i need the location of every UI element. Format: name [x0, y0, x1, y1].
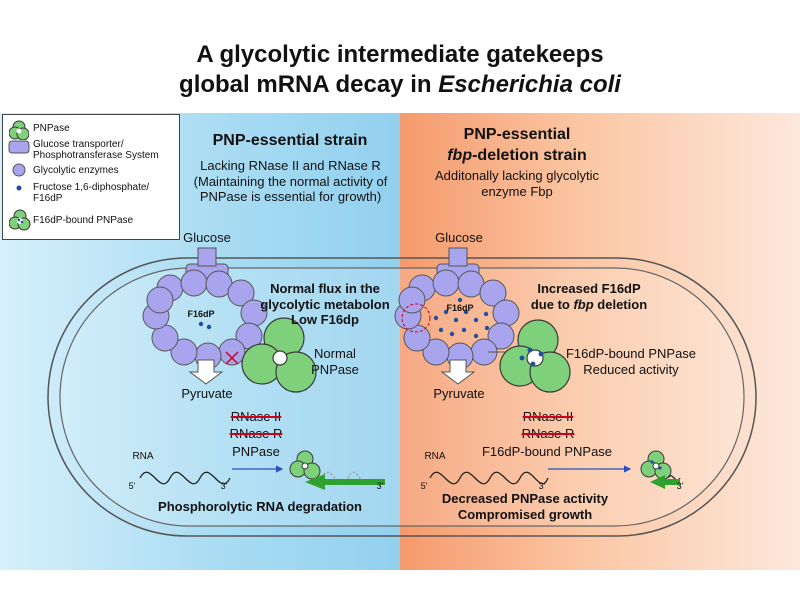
right-increased-prefix: due to	[530, 296, 574, 312]
right-increased-label: Increased F16dP due to fbp deletion	[514, 281, 664, 312]
right-five-prime: 5'	[420, 481, 428, 491]
title-line-2: global mRNA decay in Escherichia coli	[0, 70, 800, 100]
right-f16dp-label: F16dP	[446, 303, 474, 313]
right-bound-pnpase-icon	[499, 319, 571, 393]
legend-pnpase-label: PNPase	[33, 123, 70, 134]
left-rnaser-label: RNase R	[229, 426, 283, 441]
legend-enzyme-icon	[12, 163, 26, 177]
left-pyruvate-arrow	[188, 359, 224, 385]
left-three-prime-end: 3'	[376, 481, 384, 491]
left-degradation-arrow	[305, 474, 385, 490]
right-heading-rest: -deletion strain	[472, 147, 587, 164]
right-heading-gene: fbp	[447, 147, 473, 164]
cell-inner-membrane	[59, 267, 745, 527]
left-five-prime: 5'	[128, 481, 136, 491]
right-small-bound-pnpase-icon	[640, 450, 672, 480]
left-small-pnpase-icon	[289, 450, 321, 480]
left-three-prime: 3'	[220, 481, 228, 491]
left-glucose-label: Glucose	[183, 230, 231, 245]
title-line-1: A glycolytic intermediate gatekeeps	[196, 41, 604, 68]
right-bound-label: F16dP-bound PNPase Reduced activity	[565, 346, 697, 377]
legend-transporter-label: Glucose transporter/ Phosphotransferase …	[33, 139, 159, 161]
right-rna-label: RNA	[424, 451, 446, 462]
right-footer: Decreased PNPase activity Compromised gr…	[410, 491, 640, 522]
right-footer-line1: Decreased PNPase activity	[441, 491, 609, 506]
left-pnpase-label: Normal PNPase	[311, 346, 359, 377]
right-footer-line2: Compromised growth	[457, 506, 593, 522]
right-three-prime: 3'	[538, 481, 546, 491]
right-missing-fbp-dashed	[401, 303, 431, 333]
right-pyruvate-arrow	[440, 359, 476, 385]
right-increased-gene: fbp	[573, 296, 594, 312]
left-flux-label: Normal flux in the glycolytic metabolon …	[260, 281, 390, 328]
right-rna-strand	[429, 471, 549, 485]
right-degradation-arrow	[650, 475, 680, 489]
right-pyruvate-label: Pyruvate	[433, 386, 485, 401]
left-no-inhibition-mark	[225, 351, 239, 365]
title-species: Escherichia coli	[438, 71, 621, 98]
left-pyruvate-label: Pyruvate	[181, 386, 233, 401]
right-heading-line1: PNP-essential	[463, 126, 571, 143]
right-increased-line1: Increased F16dP	[537, 281, 641, 296]
legend-f16dp-label: Fructose 1,6-diphosphate/ F16dP	[33, 182, 150, 204]
right-increased-suffix: deletion	[593, 296, 648, 312]
right-heading-line2: fbp-deletion strain	[412, 145, 622, 166]
legend-bound-pnpase-icon	[9, 209, 31, 231]
left-f16dp-dot	[198, 321, 204, 327]
legend-enzymes-label: Glycolytic enzymes	[33, 165, 119, 176]
cell-outer-membrane	[47, 257, 757, 537]
right-bound-process-label: F16dP-bound PNPase	[481, 444, 613, 459]
right-rnaser-label: RNase R	[521, 426, 575, 441]
left-rnase2-label: RNase II	[230, 409, 282, 424]
left-rna-label: RNA	[132, 451, 154, 462]
left-rna-strand	[139, 471, 231, 485]
left-footer: Phosphorolytic RNA degradation	[158, 499, 362, 514]
left-heading: PNP-essential strain	[212, 132, 368, 149]
left-description: Lacking RNase II and RNase R (Maintainin…	[193, 158, 388, 205]
right-increased-line2: due to fbp deletion	[514, 297, 664, 313]
right-rnase2-label: RNase II	[522, 409, 574, 424]
right-heading: PNP-essential fbp-deletion strain	[412, 124, 622, 166]
legend-pnpase-icon	[9, 120, 29, 140]
title-line-2-text: global mRNA decay in	[179, 71, 439, 98]
figure-title: A glycolytic intermediate gatekeeps glob…	[0, 40, 800, 100]
left-normal-pnpase-icon	[241, 317, 317, 393]
right-three-prime-end: 3'	[676, 481, 684, 491]
right-glycolytic-metabolon-icon	[394, 269, 520, 370]
legend: PNPase Glucose transporter/ Phosphotrans…	[2, 114, 180, 240]
left-pnpase-process-label: PNPase	[232, 444, 280, 459]
right-f16dp-dots	[433, 297, 490, 339]
left-f16dp-label: F16dP	[187, 309, 215, 319]
legend-f16dp-icon	[16, 185, 22, 191]
legend-bound-label: F16dP-bound PNPase	[33, 215, 134, 226]
right-description: Additonally lacking glycolytic enzyme Fb…	[434, 168, 600, 199]
right-glucose-label: Glucose	[435, 230, 483, 245]
legend-transporter-icon	[8, 140, 30, 154]
right-panel-background	[400, 113, 800, 570]
